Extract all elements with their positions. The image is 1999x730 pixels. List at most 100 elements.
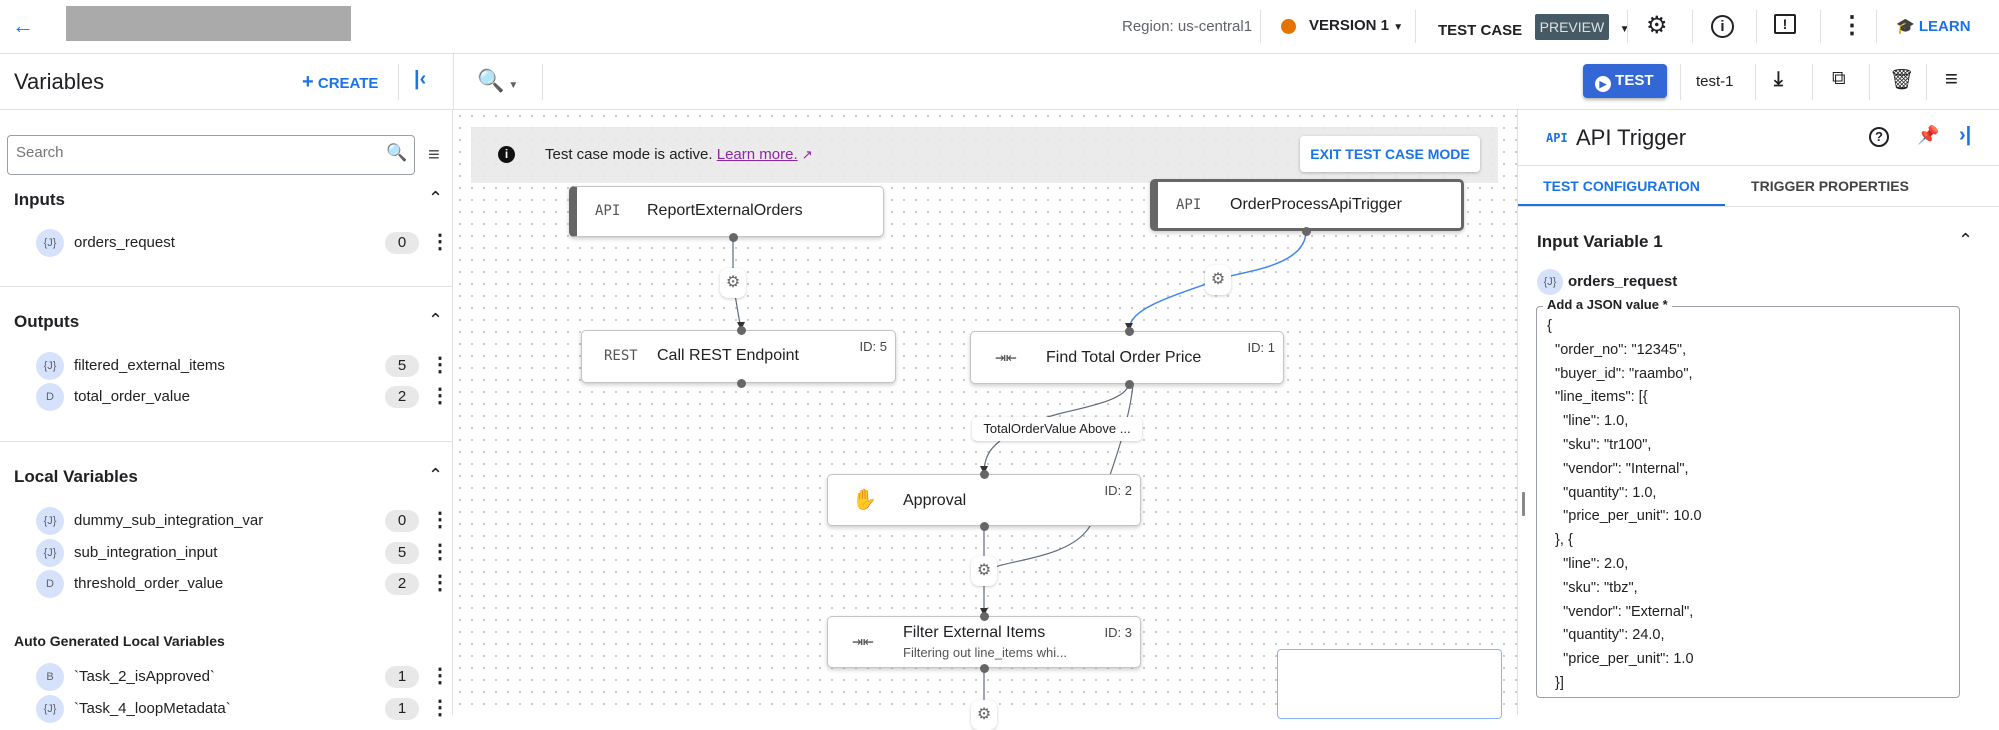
connector-dot[interactable] xyxy=(980,664,989,673)
learn-more-link[interactable]: Learn more. xyxy=(716,146,798,163)
test-case-name[interactable]: test-1 xyxy=(1696,73,1734,90)
version-dropdown[interactable]: VERSION 1 ▼ xyxy=(1309,17,1403,34)
section-title: Input Variable 1 xyxy=(1537,232,1663,251)
search-icon[interactable]: 🔍 xyxy=(386,143,408,162)
section-outputs-title: Outputs xyxy=(14,312,80,331)
node-description: Filtering out line_items whi... xyxy=(903,645,1068,660)
test-case-dropdown[interactable]: TEST CASE PREVIEW ▼ xyxy=(1438,14,1630,40)
more-vert-icon[interactable]: ⋮ xyxy=(430,509,450,531)
edge-condition-label[interactable]: TotalOrderValue Above ... xyxy=(972,417,1142,441)
variable-item[interactable]: {J} filtered_external_items 5 ⋮ xyxy=(36,352,450,380)
usage-count: 2 xyxy=(385,386,419,408)
json-type-icon: {J} xyxy=(1537,269,1563,295)
edge-settings-gear-icon[interactable]: ⚙ xyxy=(971,556,997,586)
resize-handle[interactable] xyxy=(1522,492,1525,516)
trigger-node-order-process-api[interactable]: API OrderProcessApiTrigger xyxy=(1150,179,1464,231)
top-header: ← Region: us-central1 VERSION 1 ▼ TEST C… xyxy=(0,0,1999,54)
banner-text: Test case mode is active. xyxy=(545,146,713,163)
edge-settings-gear-icon[interactable]: ⚙ xyxy=(720,268,746,298)
chevron-up-icon[interactable]: ⌃ xyxy=(428,465,444,485)
more-vert-icon[interactable]: ⋮ xyxy=(430,231,450,253)
node-title: OrderProcessApiTrigger xyxy=(1230,196,1402,213)
edge-settings-gear-icon[interactable]: ⚙ xyxy=(971,700,997,730)
test-label: TEST xyxy=(1615,72,1654,89)
delete-icon[interactable]: 🗑 xyxy=(1889,69,1915,91)
variable-item[interactable]: {J} dummy_sub_integration_var 0 ⋮ xyxy=(36,507,450,535)
chevron-up-icon[interactable]: ⌃ xyxy=(1958,230,1974,250)
chevron-up-icon[interactable]: ⌃ xyxy=(428,188,444,208)
connector-dot[interactable] xyxy=(1125,327,1134,336)
node-id: ID: 3 xyxy=(1104,625,1132,640)
search-input[interactable] xyxy=(16,144,356,161)
data-mapping-icon: ⇥⇤ xyxy=(995,347,1017,368)
collapse-right-icon[interactable]: ›| xyxy=(1959,124,1972,146)
data-mapping-icon: ⇥⇤ xyxy=(852,631,874,652)
help-icon[interactable]: ? xyxy=(1869,127,1889,147)
settings-gear-icon[interactable]: ⚙ xyxy=(1646,12,1668,39)
variable-item[interactable]: D total_order_value 2 ⋮ xyxy=(36,383,450,411)
caret-down-icon: ▼ xyxy=(1619,24,1630,35)
edge-settings-gear-icon[interactable]: ⚙ xyxy=(1205,265,1231,295)
open-in-new-icon[interactable]: ↗ xyxy=(801,147,813,162)
more-vert-icon[interactable]: ⋮ xyxy=(430,665,450,687)
variable-item[interactable]: D threshold_order_value 2 ⋮ xyxy=(36,570,450,598)
copy-icon[interactable]: ⧉ xyxy=(1832,68,1846,89)
task-node-filter-external-items[interactable]: ⇥⇤ Filter External Items Filtering out l… xyxy=(827,616,1141,668)
minimap[interactable] xyxy=(1277,649,1502,719)
connector-dot[interactable] xyxy=(980,470,989,479)
more-vert-icon[interactable]: ⋮ xyxy=(430,354,450,376)
variable-name: `Task_4_loopMetadata` xyxy=(74,700,231,717)
connector-dot[interactable] xyxy=(737,379,746,388)
connector-dot[interactable] xyxy=(1302,227,1311,236)
tab-test-configuration[interactable]: TEST CONFIGURATION xyxy=(1518,166,1725,207)
task-node-report-external-orders[interactable]: API ReportExternalOrders xyxy=(569,186,884,237)
panel-title: API Trigger xyxy=(1576,125,1687,150)
connector-dot[interactable] xyxy=(737,326,746,335)
test-case-label: TEST CASE xyxy=(1438,22,1523,39)
region-label: Region: us-central1 xyxy=(1122,18,1253,35)
toolbar: Variables + CREATE |‹ 🔍▼ ▶ TEST test-1 ⤓… xyxy=(0,54,1999,110)
more-vert-icon[interactable]: ⋮ xyxy=(430,572,450,594)
chevron-up-icon[interactable]: ⌃ xyxy=(428,310,444,330)
search-field[interactable]: 🔍 xyxy=(7,135,415,175)
variable-name: threshold_order_value xyxy=(74,575,224,592)
variable-item[interactable]: B `Task_2_isApproved` 1 ⋮ xyxy=(36,663,450,691)
sort-filter-icon[interactable]: ≡ xyxy=(428,144,440,166)
double-type-icon: D xyxy=(36,383,64,411)
collapse-panel-icon[interactable]: |‹ xyxy=(414,68,427,90)
usage-count: 0 xyxy=(385,510,419,532)
task-node-call-rest-endpoint[interactable]: REST Call REST Endpoint ID: 5 xyxy=(581,330,896,383)
task-node-find-total-order-price[interactable]: ⇥⇤ Find Total Order Price ID: 1 xyxy=(970,331,1284,384)
variable-name: `Task_2_isApproved` xyxy=(74,668,215,685)
version-status-dot xyxy=(1281,19,1296,34)
connector-dot[interactable] xyxy=(980,522,989,531)
version-label: VERSION 1 xyxy=(1309,17,1390,34)
feedback-icon[interactable]: ! xyxy=(1774,14,1796,34)
download-icon[interactable]: ⤓ xyxy=(1774,68,1783,90)
create-button[interactable]: + CREATE xyxy=(302,71,378,94)
section-local-title: Local Variables xyxy=(14,467,138,486)
more-vert-icon[interactable]: ⋮ xyxy=(430,697,450,719)
zoom-dropdown[interactable]: 🔍▼ xyxy=(477,68,518,94)
connector-dot[interactable] xyxy=(980,612,989,621)
more-vert-icon[interactable]: ⋮ xyxy=(430,385,450,407)
json-value-textarea[interactable]: { "order_no": "12345", "buyer_id": "raam… xyxy=(1536,306,1960,698)
variable-item[interactable]: {J} orders_request 0 ⋮ xyxy=(36,229,450,257)
more-vert-icon[interactable]: ⋮ xyxy=(430,541,450,563)
variable-item[interactable]: {J} sub_integration_input 5 ⋮ xyxy=(36,539,450,567)
test-button[interactable]: ▶ TEST xyxy=(1583,64,1667,98)
info-icon[interactable]: i xyxy=(1711,15,1734,38)
exit-test-case-mode-button[interactable]: EXIT TEST CASE MODE xyxy=(1300,136,1480,172)
learn-button[interactable]: 🎓 LEARN xyxy=(1896,17,1971,35)
connector-dot[interactable] xyxy=(1125,380,1134,389)
pin-icon[interactable]: 📌 xyxy=(1917,125,1940,145)
task-node-approval[interactable]: ✋ Approval ID: 2 xyxy=(827,474,1141,526)
connector-dot[interactable] xyxy=(729,233,738,242)
back-arrow-icon[interactable]: ← xyxy=(12,13,34,38)
create-label: CREATE xyxy=(317,75,379,92)
redacted-title xyxy=(66,6,351,41)
json-type-icon: {J} xyxy=(36,352,64,380)
menu-lines-icon[interactable]: ≡ xyxy=(1945,66,1958,91)
more-vert-icon[interactable]: ⋮ xyxy=(1840,12,1864,39)
tab-trigger-properties[interactable]: TRIGGER PROPERTIES xyxy=(1751,178,1909,194)
